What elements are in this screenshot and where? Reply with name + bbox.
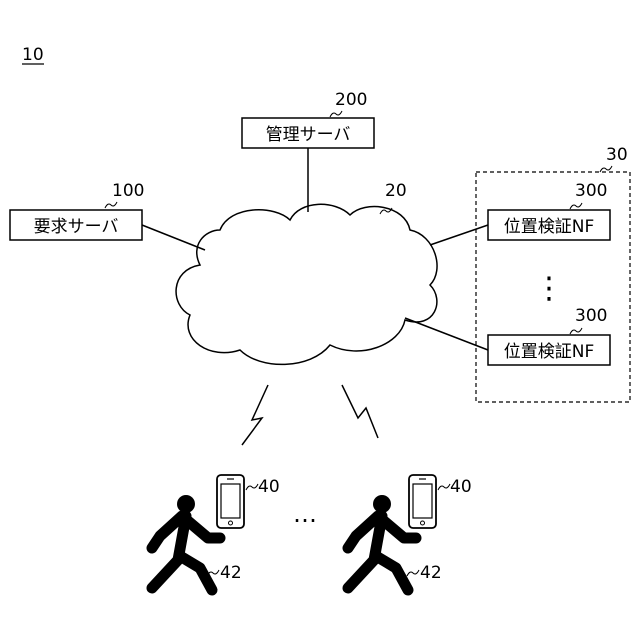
nf-top-ref: 300 [575, 181, 607, 201]
wireless-signal-left [242, 385, 268, 445]
terminal-right-user-ref: 42 [420, 563, 442, 583]
user-left-head [177, 495, 195, 513]
phone-right-screen [413, 484, 432, 518]
cloud-outline [176, 204, 437, 364]
request-server-leader [105, 202, 117, 208]
terminal-right-user [348, 495, 416, 590]
terminals-ellipsis: … [293, 500, 317, 528]
location-verification-nf-bottom: 位置検証NF [488, 335, 610, 365]
nf-top-label: 位置検証NF [504, 217, 595, 237]
nf-group-leader [600, 166, 612, 172]
management-server: 管理サーバ [242, 118, 374, 148]
management-server-ref: 200 [335, 90, 367, 110]
nf-top-leader [570, 203, 582, 209]
figure-ref: 10 [22, 45, 44, 65]
management-server-leader [330, 111, 342, 117]
user-right-body [348, 516, 416, 590]
network-cloud [176, 204, 437, 364]
nf-vertical-ellipsis: ⋮ [534, 271, 564, 306]
request-to-network-line [142, 225, 205, 250]
terminal-left-phone-ref: 40 [258, 477, 280, 497]
network-ref: 20 [385, 181, 407, 201]
request-server-label: 要求サーバ [34, 217, 119, 237]
network-to-nf-top-line [430, 225, 488, 245]
user-left-body [152, 516, 220, 590]
terminal-right-phone-ref: 40 [450, 477, 472, 497]
terminal-left-user-ref: 42 [220, 563, 242, 583]
terminal-right-phone-leader [438, 484, 450, 490]
request-server: 要求サーバ [10, 210, 142, 240]
nf-bottom-ref: 300 [575, 306, 607, 326]
terminal-left-phone [217, 475, 244, 528]
location-verification-nf-top: 位置検証NF [488, 210, 610, 240]
management-server-label: 管理サーバ [266, 125, 351, 145]
wireless-signal-right [342, 385, 378, 438]
request-server-ref: 100 [112, 181, 144, 201]
nf-group-ref: 30 [606, 145, 628, 165]
user-right-head [373, 495, 391, 513]
terminal-left-phone-leader [246, 484, 258, 490]
nf-bottom-label: 位置検証NF [504, 342, 595, 362]
terminal-right-user-leader [407, 570, 419, 576]
phone-left-screen [221, 484, 240, 518]
nf-bottom-leader [570, 328, 582, 334]
terminal-left-user [152, 495, 220, 590]
terminal-right-phone [409, 475, 436, 528]
